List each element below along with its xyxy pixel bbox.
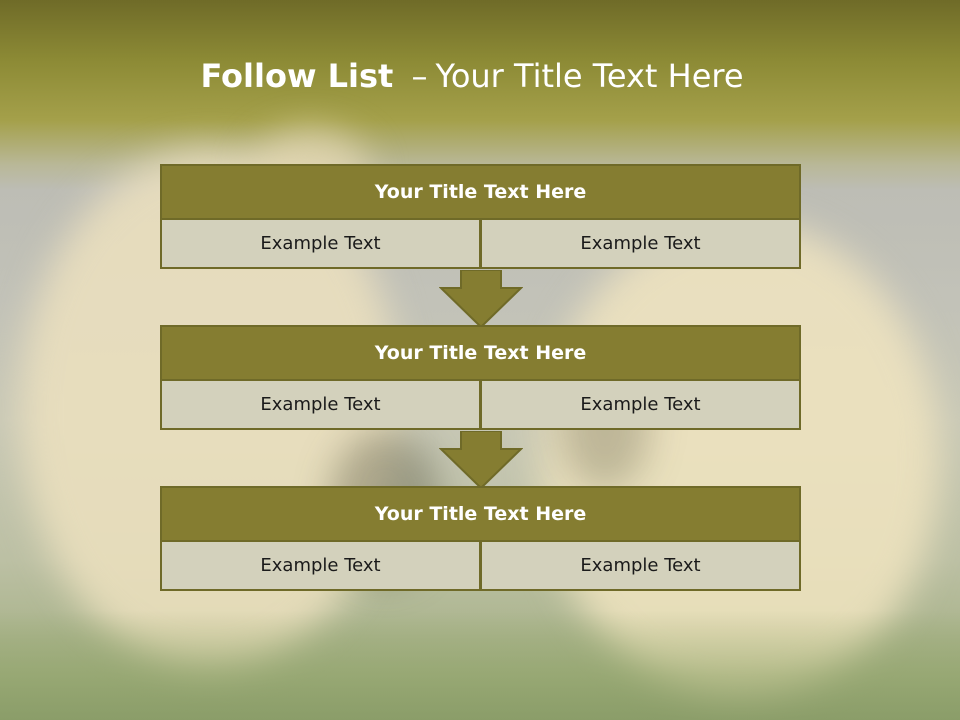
block-title: Your Title Text Here (160, 325, 801, 381)
block-row: Example Text Example Text (160, 220, 801, 269)
block-cell-right: Example Text (481, 220, 801, 269)
block-row: Example Text Example Text (160, 381, 801, 430)
down-arrow-icon (439, 431, 523, 489)
slide-title-bold: Follow List (200, 57, 394, 95)
slide-title: Follow List –Your Title Text Here (0, 52, 944, 100)
block-cell-right: Example Text (481, 542, 801, 591)
block-cell-left: Example Text (160, 381, 481, 430)
background-grass (0, 610, 960, 720)
list-block: Your Title Text Here Example Text Exampl… (160, 164, 801, 269)
block-title: Your Title Text Here (160, 164, 801, 220)
block-cell-left: Example Text (160, 220, 481, 269)
list-block: Your Title Text Here Example Text Exampl… (160, 486, 801, 591)
list-block: Your Title Text Here Example Text Exampl… (160, 325, 801, 430)
block-cell-left: Example Text (160, 542, 481, 591)
slide-title-rest: Your Title Text Here (435, 57, 744, 95)
down-arrow-icon (439, 270, 523, 328)
block-cell-right: Example Text (481, 381, 801, 430)
block-title: Your Title Text Here (160, 486, 801, 542)
slide-title-separator: – (411, 57, 428, 95)
block-row: Example Text Example Text (160, 542, 801, 591)
